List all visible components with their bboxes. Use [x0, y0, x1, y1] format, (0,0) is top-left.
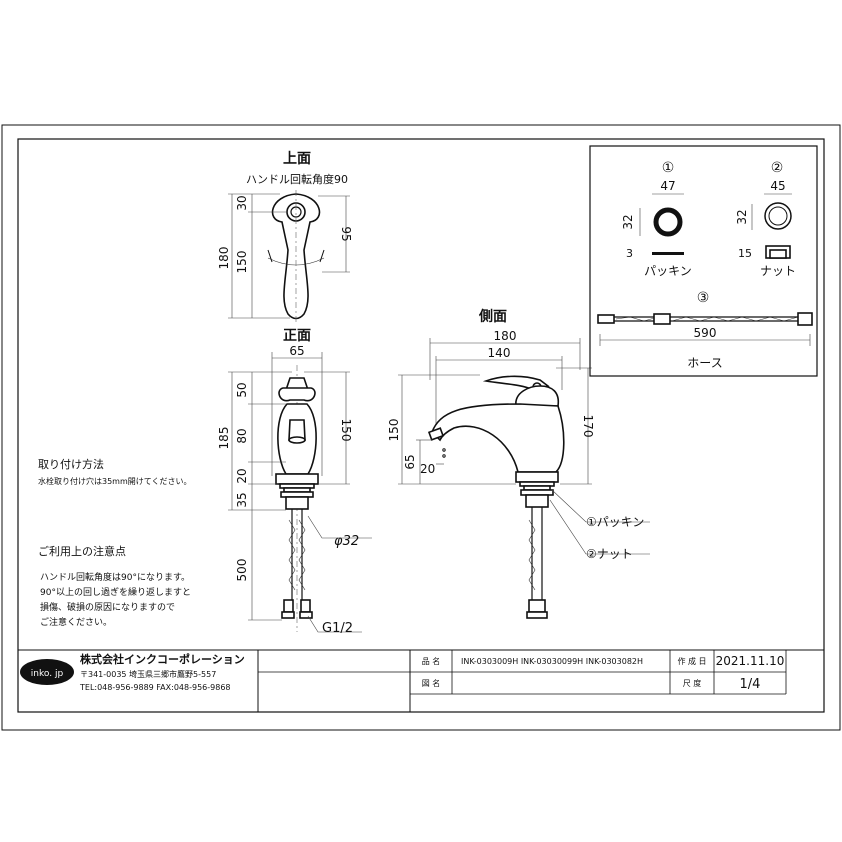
side-dim-180: 180	[494, 329, 517, 343]
nut-label: ナット	[760, 264, 796, 278]
caution-line-1: ハンドル回転角度は90°になります。	[40, 571, 190, 583]
parts-box: ① 47 32 3 パッキン ② 45 32 15 ナット ③ 590 ホース	[589, 145, 818, 377]
front-view-title: 正面	[283, 328, 311, 344]
company-name: 株式会社インクコーポレーション	[80, 652, 245, 666]
product-label: 品 名	[422, 656, 441, 666]
top-view-subtitle: ハンドル回転角度90	[246, 172, 348, 186]
caution-line-3: 損傷、破損の原因になりますので	[40, 601, 175, 613]
front-dim-35: 35	[235, 492, 249, 507]
front-dim-150: 150	[339, 419, 353, 442]
nut-dim-15: 15	[738, 247, 752, 260]
front-dim-500: 500	[235, 559, 249, 582]
side-callout-nut: ②ナット	[586, 547, 633, 561]
install-title: 取り付け方法	[38, 457, 104, 471]
hose-number: ③	[697, 290, 710, 306]
drawing-label: 図 名	[422, 678, 441, 688]
front-dim-20: 20	[235, 468, 249, 483]
front-dim-phi32: φ32	[334, 534, 359, 549]
date-value: 2021.11.10	[716, 654, 785, 668]
packing-dim-32: 32	[621, 214, 635, 229]
front-dim-65: 65	[289, 344, 304, 358]
scale-value: 1/4	[740, 677, 761, 692]
front-dim-50: 50	[235, 382, 249, 397]
side-dim-20: 20	[420, 462, 435, 476]
caution-line-4: ご注意ください。	[40, 616, 112, 628]
outer-frame	[1, 124, 841, 731]
top-view-title: 上面	[283, 151, 311, 167]
caution-line-2: 90°以上の回し過ぎを繰り返しますと	[40, 586, 191, 598]
hose-dim-590: 590	[694, 326, 717, 340]
caution-title: ご利用上の注意点	[38, 544, 126, 558]
front-dim-g12: G1/2	[322, 621, 353, 636]
packing-dim-3: 3	[626, 247, 633, 260]
title-block: inko. jp 株式会社インクコーポレーション 〒341-0035 埼玉県三郷…	[18, 649, 824, 712]
top-view: 上面 ハンドル回転角度90 30 180 150 95	[217, 151, 353, 322]
side-view: 側面 180 140 150	[387, 308, 650, 619]
install-text: 水栓取り付け穴は35mm開けてください。	[38, 476, 192, 486]
nut-dim-45: 45	[770, 179, 785, 193]
side-dim-65: 65	[403, 454, 417, 469]
side-callout-packing: ①パッキン	[586, 515, 644, 529]
date-label: 作 成 日	[677, 656, 706, 666]
top-dim-180: 180	[217, 247, 231, 270]
top-dim-30: 30	[235, 195, 249, 210]
side-dim-150: 150	[387, 419, 401, 442]
front-dim-80: 80	[235, 428, 249, 443]
product-value: INK-0303009H INK-03030099H INK-0303082H	[461, 657, 643, 666]
company-address: 〒341-0035 埼玉県三郷市鷹野5-557	[80, 669, 216, 679]
hose-label: ホース	[687, 356, 722, 370]
packing-dim-47: 47	[660, 179, 675, 193]
side-view-title: 側面	[478, 308, 507, 325]
company-logo: inko. jp	[31, 669, 64, 679]
front-view: 正面 65 50 185 8	[217, 328, 372, 636]
company-tel-fax: TEL:048-956-9889 FAX:048-956-9868	[79, 683, 231, 692]
front-dim-185: 185	[217, 427, 231, 450]
top-dim-95: 95	[339, 226, 353, 241]
notes: 取り付け方法 水栓取り付け穴は35mm開けてください。 ご利用上の注意点 ハンド…	[38, 457, 192, 628]
packing-number: ①	[662, 160, 675, 176]
packing-label: パッキン	[644, 264, 692, 278]
scale-label: 尺 度	[683, 678, 702, 688]
side-dim-170: 170	[581, 415, 595, 438]
nut-dim-32: 32	[735, 209, 749, 224]
side-dim-140: 140	[488, 346, 511, 360]
inner-frame	[17, 138, 825, 713]
nut-number: ②	[771, 160, 784, 176]
top-dim-150: 150	[235, 251, 249, 274]
